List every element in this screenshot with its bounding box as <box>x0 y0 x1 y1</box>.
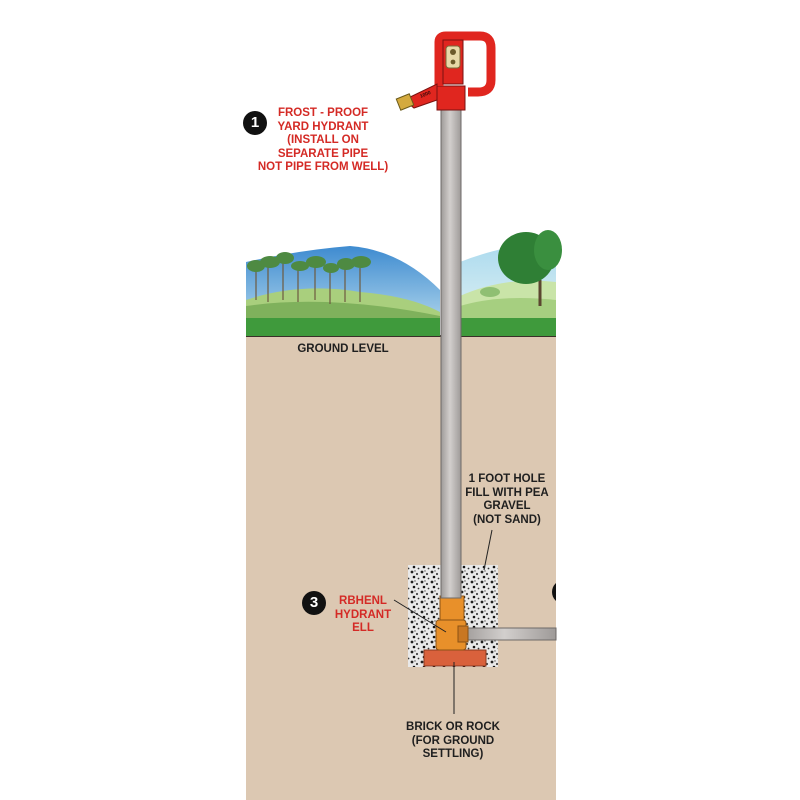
brick-label: BRICK OR ROCK (FOR GROUND SETTLING) <box>406 721 500 760</box>
supply-pipe <box>461 627 557 641</box>
gravel-label: 1 FOOT HOLE FILL WITH PEA GRAVEL (NOT SA… <box>465 473 549 526</box>
landscape-right <box>460 230 562 336</box>
ell-leader <box>393 599 447 633</box>
soil <box>246 336 556 800</box>
callout-ell-label: RBHENL HYDRANT ELL <box>334 595 392 634</box>
callout-1-badge: 1 <box>243 111 267 135</box>
callout-hydrant-label: FROST - PROOF YARD HYDRANT (INSTALL ON S… <box>257 107 389 173</box>
gravel-leader <box>483 529 493 571</box>
landscape-left <box>246 246 440 336</box>
callout-3-badge: 3 <box>302 591 326 615</box>
brick <box>423 649 487 667</box>
hydrant-stamp: 1000 <box>419 90 432 100</box>
hydrant-head-icon: 1000 <box>395 31 496 111</box>
hydrant-ell-fitting <box>435 595 469 651</box>
ground-level-label: GROUND LEVEL <box>297 343 389 355</box>
